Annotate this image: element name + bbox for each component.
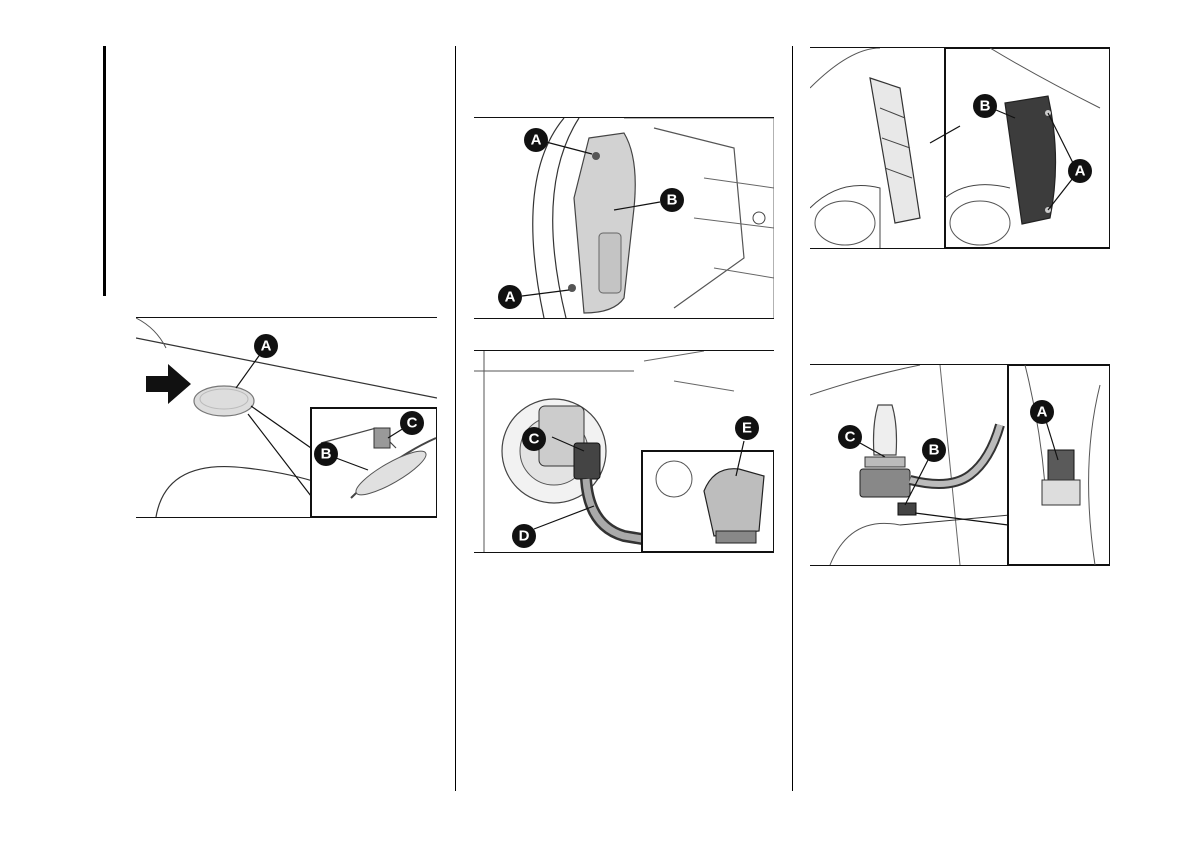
headlamp-opening-left — [870, 78, 920, 223]
figure-side-repeater: A B C — [136, 317, 437, 518]
headlamp-bulb-illustration: C B A — [810, 365, 1110, 565]
wheel-arch-cover-illustration: A A B — [474, 118, 774, 318]
column-divider-left — [455, 46, 456, 791]
callout-e: E — [742, 420, 752, 437]
column-divider-right — [792, 46, 793, 791]
headlamp-cover-illustration: B A — [810, 48, 1110, 248]
side-repeater-lens — [194, 386, 254, 416]
fog-lamp-illustration: C D E — [474, 351, 774, 552]
callout-b: B — [667, 192, 678, 209]
callout-b: B — [929, 442, 940, 459]
callout-c: C — [529, 431, 540, 448]
figure-fog-lamp: C D E — [474, 350, 774, 553]
callout-c: C — [407, 415, 418, 432]
callout-a: A — [1075, 163, 1086, 180]
callout-c: C — [845, 429, 856, 446]
callout-b: B — [321, 446, 332, 463]
callout-a-bottom: A — [505, 289, 516, 306]
callout-b: B — [980, 98, 991, 115]
headlamp-bulb-glass — [874, 405, 897, 455]
callout-a: A — [261, 338, 272, 355]
figure-headlamp-cover: B A — [810, 47, 1110, 249]
fog-lamp-bulb — [704, 469, 764, 536]
figure-wheel-arch-cover: A A B — [474, 117, 774, 319]
callout-a-top: A — [531, 132, 542, 149]
figure-headlamp-bulb: C B A — [810, 364, 1110, 566]
margin-marker-bar — [103, 46, 106, 296]
callout-d: D — [519, 528, 530, 545]
headlamp-bulb-base — [860, 469, 910, 497]
push-arrow-icon — [146, 364, 191, 404]
side-repeater-illustration: A B C — [136, 318, 437, 517]
callout-a: A — [1037, 404, 1048, 421]
